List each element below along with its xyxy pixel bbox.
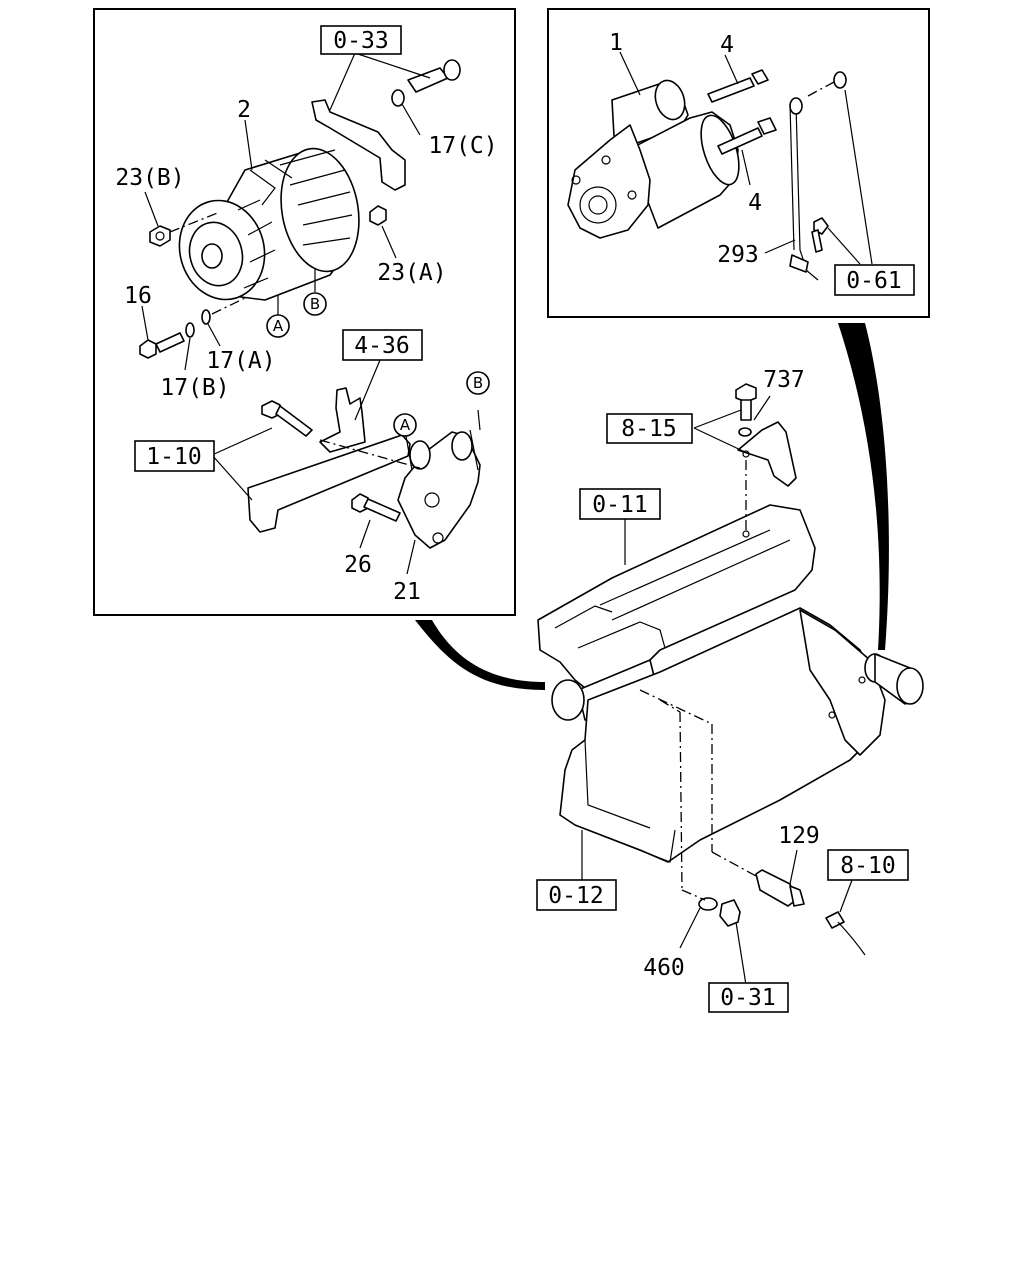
part-label-4-bottom: 4 — [748, 190, 762, 216]
alternator-assembly — [139, 59, 461, 359]
part-label-293: 293 — [717, 242, 759, 268]
part-label-129: 129 — [778, 823, 820, 849]
starter-inset-frame — [547, 8, 930, 318]
engine-guides — [639, 689, 757, 901]
circle-marker-b2 — [466, 371, 490, 395]
part-label-460: 460 — [643, 955, 685, 981]
part-label-26: 26 — [344, 552, 372, 578]
ref-box-4-36 — [342, 329, 423, 361]
starter-assembly — [567, 69, 847, 281]
ref-box-0-11 — [579, 488, 661, 520]
alternator-inset-frame — [93, 8, 516, 616]
ref-0-33: 0-33 — [333, 28, 388, 54]
ref-box-8-15 — [606, 413, 693, 444]
part-label-737: 737 — [763, 367, 805, 393]
circle-marker-a1 — [266, 314, 290, 338]
ref-8-10: 8-10 — [840, 853, 895, 879]
engine-block — [537, 504, 924, 863]
ref-0-61: 0-61 — [846, 268, 901, 294]
ref-0-12: 0-12 — [548, 883, 603, 909]
ref-0-31: 0-31 — [720, 985, 775, 1011]
circle-marker-b1 — [303, 292, 327, 316]
ref-box-0-61 — [834, 264, 915, 296]
ref-4-36: 4-36 — [354, 333, 409, 359]
alternator-lower-bracket — [247, 387, 411, 533]
circle-letter-a2: A — [400, 416, 411, 434]
circle-letter-a1: A — [273, 317, 284, 335]
bracket-8-15-parts — [735, 383, 797, 530]
ref-8-15: 8-15 — [621, 416, 676, 442]
starter-leaders — [619, 51, 873, 265]
ref-box-0-31 — [708, 982, 789, 1013]
ref-0-11: 0-11 — [592, 492, 647, 518]
part-label-4-top: 4 — [720, 32, 734, 58]
ref-box-0-12 — [536, 879, 617, 911]
part-label-17a: 17(A) — [206, 348, 275, 374]
engine-leaders — [581, 395, 853, 986]
circle-letter-b1: B — [310, 295, 320, 313]
part-label-17b: 17(B) — [160, 375, 229, 401]
circle-letter-b2: B — [473, 374, 483, 392]
ref-box-1-10 — [134, 440, 215, 472]
part-label-2: 2 — [237, 97, 251, 123]
ref-1-10: 1-10 — [146, 444, 201, 470]
circle-marker-a2 — [393, 413, 417, 437]
alternator-mount-bracket — [351, 431, 481, 549]
ref-box-8-10 — [827, 849, 909, 881]
part-label-17c: 17(C) — [428, 133, 497, 159]
part-label-23a: 23(A) — [377, 260, 446, 286]
inset-pointer-left — [415, 620, 545, 690]
part-label-16: 16 — [124, 283, 152, 309]
part-label-1: 1 — [609, 30, 623, 56]
ref-box-0-33 — [320, 25, 402, 55]
part-label-21: 21 — [393, 579, 421, 605]
inset-pointer-right — [838, 323, 889, 650]
part-label-23b: 23(B) — [115, 165, 184, 191]
sensor-and-plug-parts — [698, 869, 866, 956]
alternator-leaders — [141, 52, 481, 575]
